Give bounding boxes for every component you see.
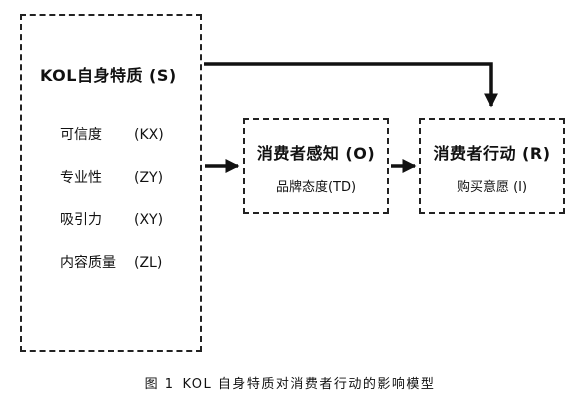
factor-name: 内容质量 [60, 255, 116, 271]
stimulus-title: KOL自身特质 (S) [40, 66, 177, 85]
factor-item: 内容质量 (ZL) [60, 252, 162, 272]
figure-caption: 图 1 KOL 自身特质对消费者行动的影响模型 [0, 373, 580, 392]
organism-subtitle: 品牌态度(TD) [275, 180, 357, 195]
factor-code: (XY) [134, 212, 164, 228]
arrow-stimulus-to-response [204, 62, 498, 108]
factor-code: (ZY) [134, 170, 164, 186]
factor-name: 可信度 [60, 127, 102, 143]
figure-number: 图 1 [144, 377, 175, 392]
factor-item: 吸引力 (XY) [60, 209, 163, 229]
factor-item: 可信度 (KX) [60, 124, 164, 144]
response-box: 消费者行动 (R) 购买意愿 (I) [419, 118, 565, 214]
response-title: 消费者行动 (R) [433, 144, 551, 163]
factor-item: 专业性 (ZY) [60, 167, 163, 187]
organism-title: 消费者感知 (O) [256, 144, 376, 163]
factor-code: (KX) [134, 127, 164, 143]
stimulus-box: KOL自身特质 (S) 可信度 (KX) 专业性 (ZY) 吸引力 (XY) 内容质量… [20, 14, 202, 352]
factor-name: 吸引力 [60, 212, 102, 228]
factor-name: 专业性 [60, 170, 102, 186]
organism-box: 消费者感知 (O) 品牌态度(TD) [243, 118, 389, 214]
figure-title: KOL 自身特质对消费者行动的影响模型 [182, 377, 436, 392]
factor-code: (ZL) [134, 255, 163, 271]
response-subtitle: 购买意愿 (I) [456, 180, 528, 195]
